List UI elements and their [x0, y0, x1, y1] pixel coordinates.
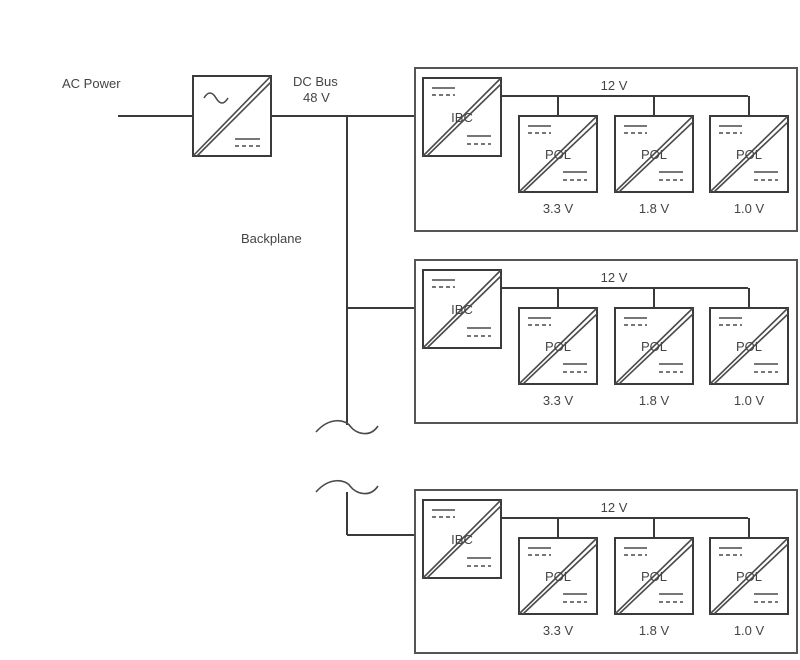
- dc-dc-converter-icon: POL: [614, 537, 694, 615]
- dc-dc-converter-label: IBC: [451, 302, 473, 317]
- dc-dc-converter-icon: POL: [614, 115, 694, 193]
- dc-dc-converter-label: POL: [736, 147, 762, 162]
- dc-dc-converter-label: POL: [641, 147, 667, 162]
- dc-dc-converter-icon: POL: [518, 115, 598, 193]
- pol-output-voltage: 3.3 V: [543, 201, 574, 216]
- dc-dc-converter-label: IBC: [451, 532, 473, 547]
- ac-dc-converter-icon: [192, 75, 272, 157]
- converter-card: IBC 12 V POL 3.3 V POL 1.8 V POL 1.0 V: [414, 259, 798, 424]
- intermediate-bus-label: 12 V: [601, 500, 628, 515]
- dc-dc-converter-label: POL: [545, 147, 571, 162]
- pol-output-voltage: 1.0 V: [734, 201, 765, 216]
- pol-output-voltage: 3.3 V: [543, 393, 574, 408]
- intermediate-bus-label: 12 V: [601, 78, 628, 93]
- pol-output-voltage: 1.8 V: [639, 623, 670, 638]
- ac-power-label: AC Power: [62, 76, 121, 91]
- intermediate-bus-label: 12 V: [601, 270, 628, 285]
- dc-dc-converter-icon: IBC: [422, 77, 502, 157]
- dc-dc-converter-icon: POL: [709, 537, 789, 615]
- backplane-label: Backplane: [241, 231, 302, 246]
- dc-dc-converter-label: POL: [736, 339, 762, 354]
- pol-output-voltage: 1.0 V: [734, 623, 765, 638]
- converter-card: IBC 12 V POL 3.3 V POL 1.8 V POL 1.0 V: [414, 67, 798, 232]
- pol-output-voltage: 1.8 V: [639, 201, 670, 216]
- dc-dc-converter-label: POL: [641, 569, 667, 584]
- dc-dc-converter-label: POL: [736, 569, 762, 584]
- pol-output-voltage: 1.0 V: [734, 393, 765, 408]
- break-symbol-icon: [315, 419, 379, 435]
- dc-dc-converter-icon: POL: [709, 115, 789, 193]
- dc-dc-converter-icon: IBC: [422, 269, 502, 349]
- dc-dc-converter-icon: POL: [614, 307, 694, 385]
- converter-card: IBC 12 V POL 3.3 V POL 1.8 V POL 1.0 V: [414, 489, 798, 654]
- pol-output-voltage: 3.3 V: [543, 623, 574, 638]
- pol-output-voltage: 1.8 V: [639, 393, 670, 408]
- dc-dc-converter-label: POL: [641, 339, 667, 354]
- break-symbol-icon: [315, 479, 379, 495]
- dc-bus-label: DC Bus: [293, 74, 338, 89]
- dc-dc-converter-icon: IBC: [422, 499, 502, 579]
- dc-bus-voltage-label: 48 V: [303, 90, 330, 105]
- dc-dc-converter-label: POL: [545, 339, 571, 354]
- dc-dc-converter-label: POL: [545, 569, 571, 584]
- dc-dc-converter-icon: POL: [518, 307, 598, 385]
- dc-dc-converter-icon: POL: [518, 537, 598, 615]
- dc-dc-converter-label: IBC: [451, 110, 473, 125]
- dc-dc-converter-icon: POL: [709, 307, 789, 385]
